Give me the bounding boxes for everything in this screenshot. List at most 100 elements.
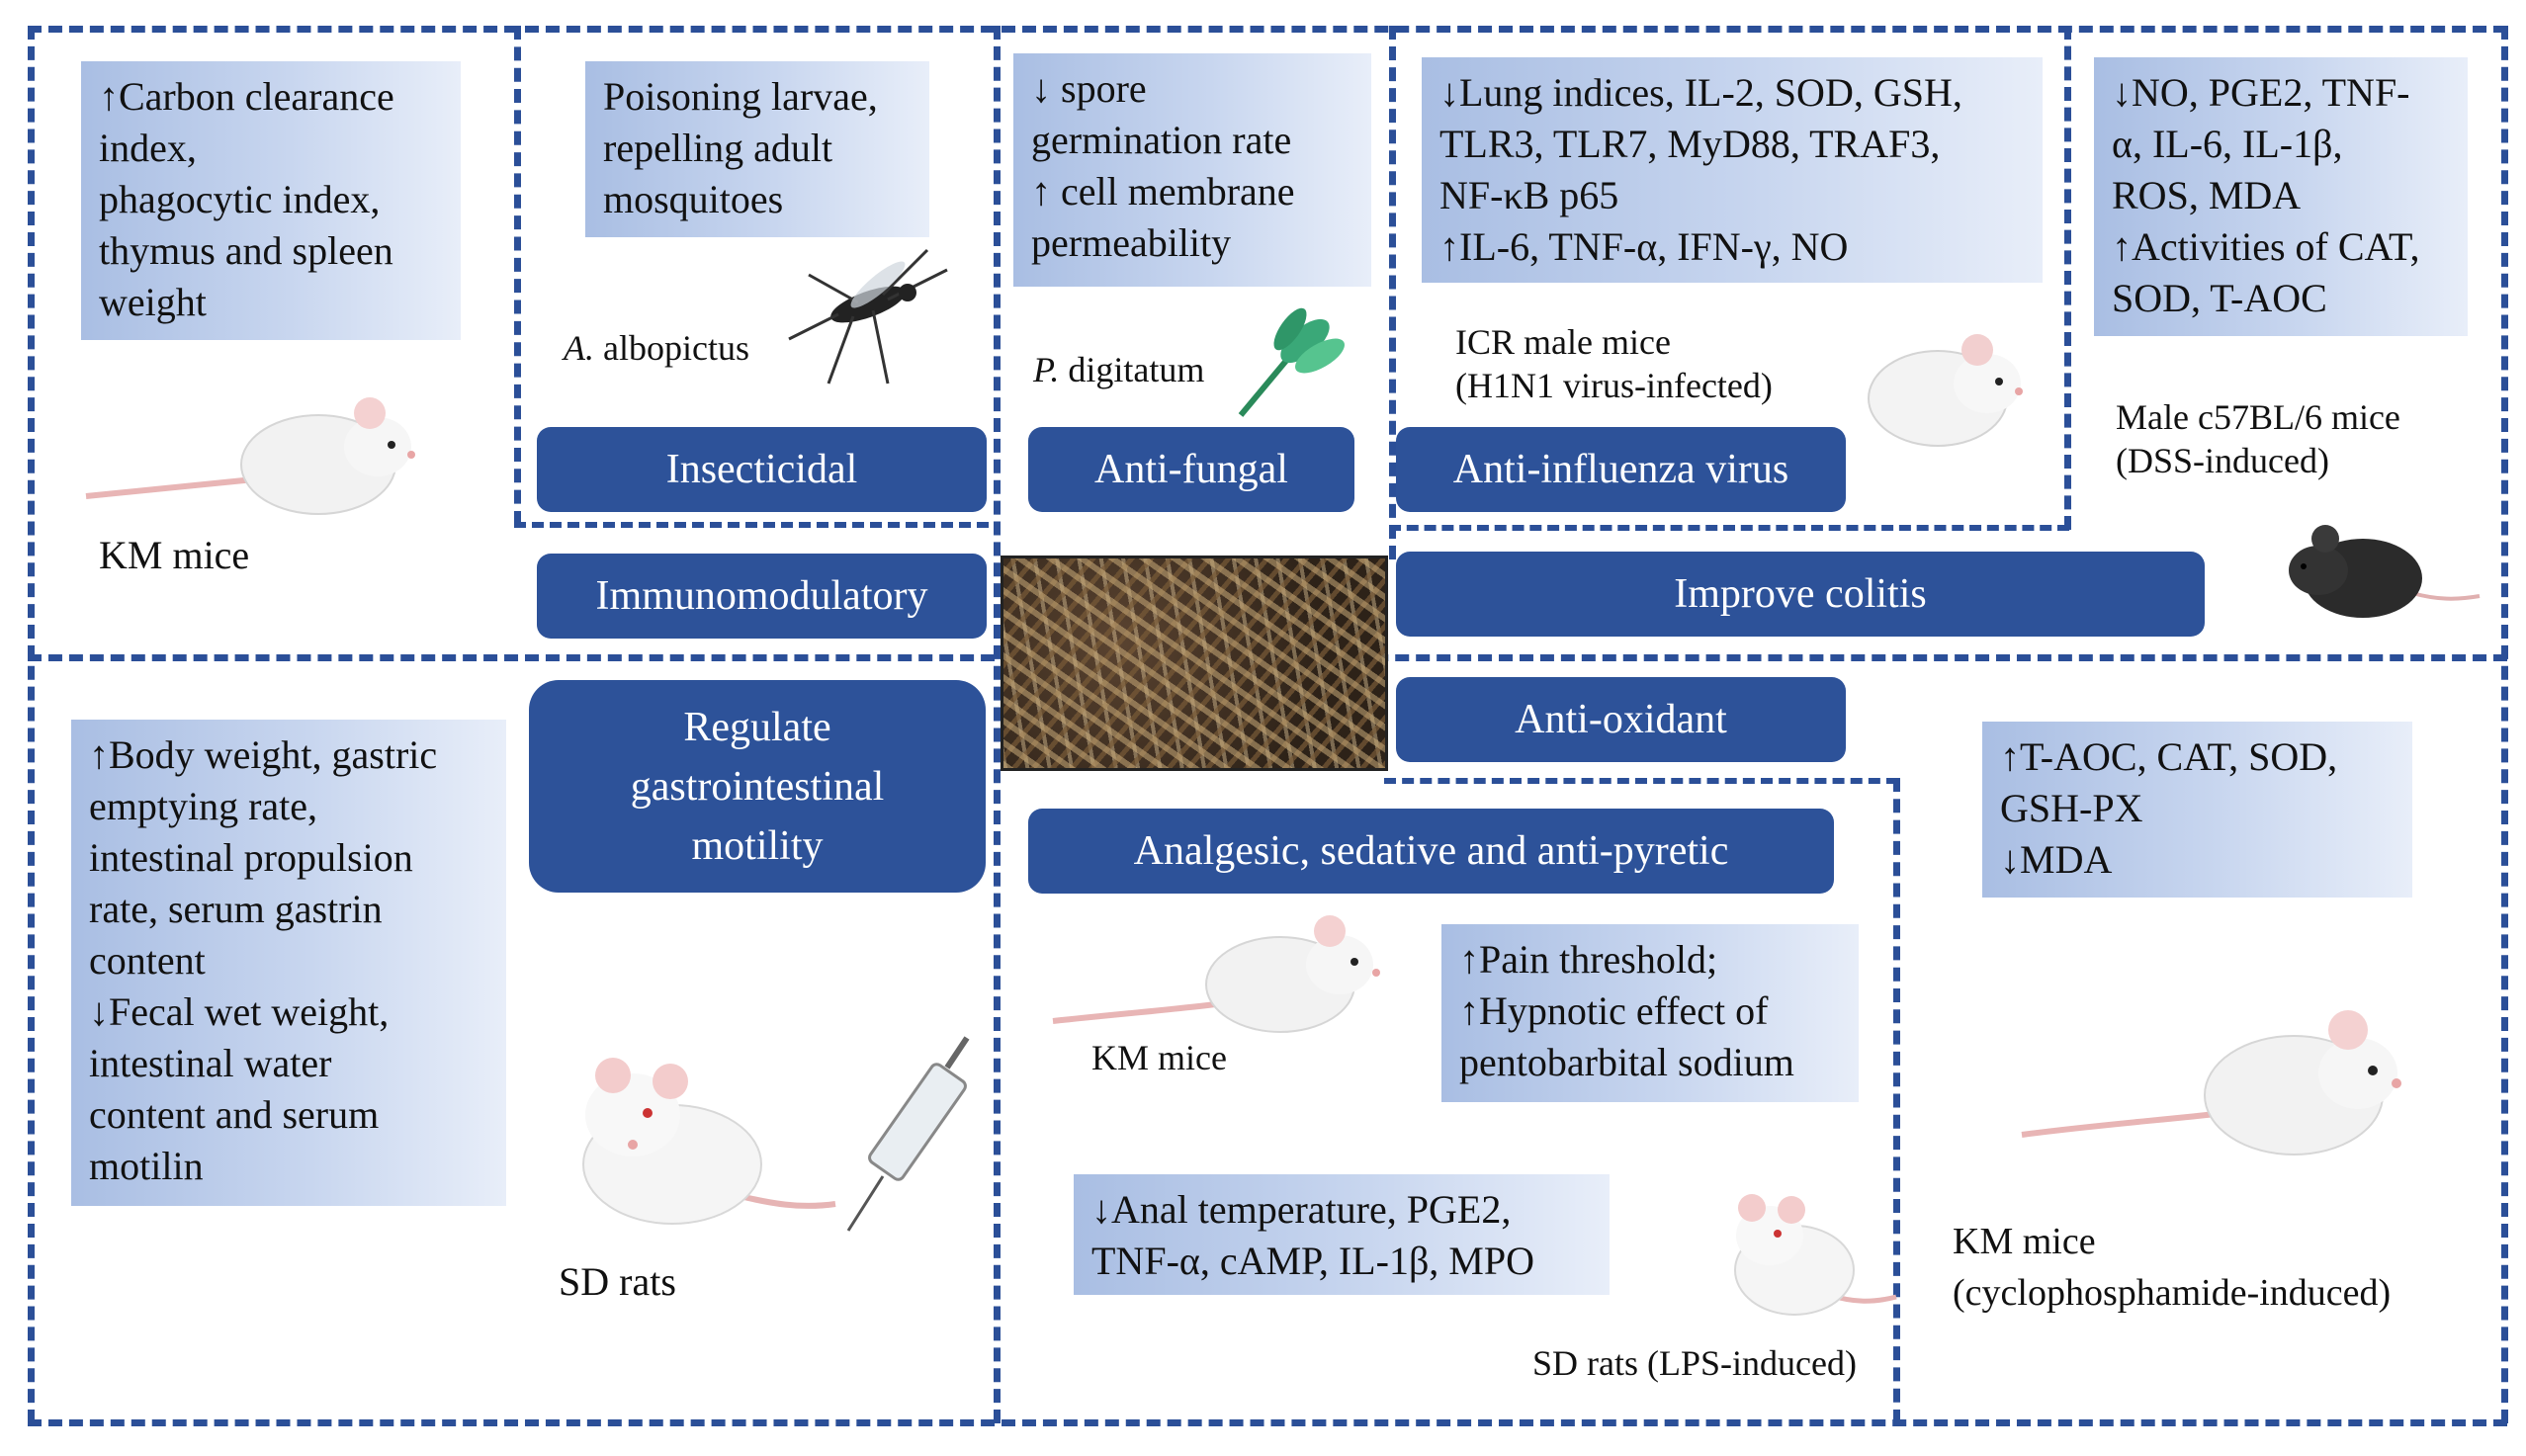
antioxidant-title: Anti-oxidant: [1396, 677, 1846, 762]
model-genus: A.: [564, 328, 594, 368]
effect-line: content: [89, 938, 206, 983]
white-mouse-icon: [1052, 915, 1380, 1033]
effect-line: ↑Body weight, gastric: [89, 732, 438, 777]
frame-top: [28, 26, 2507, 33]
antioxidant-model-label: KM mice (cyclophosphamide-induced): [1953, 1216, 2391, 1319]
analgesic-effects-box-1: ↑Pain threshold; ↑Hypnotic effect of pen…: [1441, 924, 1859, 1102]
effect-line: pentobarbital sodium: [1459, 1040, 1794, 1084]
divider-analgesic-top: [1384, 778, 1898, 784]
model-genus: P.: [1033, 350, 1060, 389]
fungus-icon: [1238, 307, 1345, 417]
analgesic-title: Analgesic, sedative and anti-pyretic: [1028, 809, 1834, 894]
analgesic-model-1-label: KM mice: [1091, 1038, 1227, 1077]
effect-line: ↑ cell membrane: [1031, 169, 1295, 214]
effect-line: ↑Hypnotic effect of: [1459, 988, 1769, 1033]
effect-line: ↑IL-6, TNF-α, IFN-γ, NO: [1439, 224, 1849, 269]
effect-line: germination rate: [1031, 118, 1292, 162]
model-line: (H1N1 virus-infected): [1455, 366, 1773, 405]
white-mouse-icon: [85, 397, 415, 515]
immunomodulatory-model-label: KM mice: [99, 533, 250, 577]
antioxidant-effects-box: ↑T-AOC, CAT, SOD, GSH-PX ↓MDA: [1982, 722, 2412, 898]
white-rat-icon: [1734, 1194, 1897, 1316]
effect-line: ↑Activities of CAT,: [2112, 224, 2420, 269]
analgesic-model-2-label: SD rats (LPS-induced): [1532, 1343, 1857, 1383]
white-rat-icon: [582, 1058, 836, 1225]
insecticidal-model-label: A. albopictus: [564, 326, 749, 370]
effect-line: ↓MDA: [2000, 837, 2113, 882]
effect-line: Poisoning larvae,: [603, 74, 878, 119]
immunomodulatory-effects-box: ↑Carbon clearance index, phagocytic inde…: [81, 61, 461, 340]
title-line: Regulate: [683, 704, 831, 750]
frame-right: [2501, 26, 2508, 1423]
effect-line: TLR3, TLR7, MyD88, TRAF3,: [1439, 122, 1941, 166]
model-line: Male c57BL/6 mice: [2116, 397, 2400, 437]
antiinfluenza-effects-box: ↓Lung indices, IL-2, SOD, GSH, TLR3, TLR…: [1422, 57, 2043, 283]
white-mouse-icon: [1868, 334, 2023, 447]
model-species: albopictus: [594, 328, 749, 368]
model-line: KM mice: [1953, 1221, 2096, 1262]
effect-line: motilin: [89, 1144, 204, 1188]
effect-line: mosquitoes: [603, 177, 784, 221]
effect-line: ↑Pain threshold;: [1459, 937, 1718, 982]
antiinfluenza-title: Anti-influenza virus: [1396, 427, 1846, 512]
frame-left: [28, 26, 35, 1423]
effect-line: ROS, MDA: [2112, 173, 2302, 217]
immunomodulatory-title: Immunomodulatory: [537, 554, 987, 639]
effect-line: α, IL-6, IL-1β,: [2112, 122, 2343, 166]
divider-insect-bottom: [514, 522, 989, 528]
syringe-icon: [846, 1036, 970, 1232]
colitis-title: Improve colitis: [1396, 552, 2205, 637]
antiinfluenza-model-label: ICR male mice (H1N1 virus-infected): [1455, 320, 1773, 407]
antifungal-effects-box: ↓ spore germination rate ↑ cell membrane…: [1013, 53, 1371, 287]
effect-line: ↑T-AOC, CAT, SOD,: [2000, 734, 2338, 779]
colitis-model-label: Male c57BL/6 mice (DSS-induced): [2116, 395, 2400, 482]
divider-fungal-left: [994, 26, 1001, 1423]
herb-photo: [1001, 556, 1388, 771]
model-line: ICR male mice: [1455, 322, 1671, 362]
model-species: digitatum: [1059, 350, 1205, 389]
gastro-title: Regulate gastrointestinal motility: [529, 680, 986, 893]
effect-line: intestinal water: [89, 1041, 332, 1085]
effect-line: phagocytic index,: [99, 177, 381, 221]
effect-line: index,: [99, 126, 197, 170]
insecticidal-effects-box: Poisoning larvae, repelling adult mosqui…: [585, 61, 929, 237]
analgesic-effects-box-2: ↓Anal temperature, PGE2, TNF-α, cAMP, IL…: [1074, 1174, 1610, 1295]
effect-line: SOD, T-AOC: [2112, 276, 2327, 320]
effect-line: ↓Fecal wet weight,: [89, 989, 390, 1034]
black-mouse-icon: [2289, 525, 2481, 618]
effect-line: TNF-α, cAMP, IL-1β, MPO: [1091, 1239, 1534, 1283]
effect-line: ↑Carbon clearance: [99, 74, 394, 119]
divider-insect-left: [514, 26, 521, 525]
gastro-model-label: SD rats: [559, 1259, 676, 1304]
mosquito-icon: [788, 248, 948, 385]
effect-line: weight: [99, 280, 207, 324]
divider-fungal-right: [1389, 26, 1396, 559]
effect-line: permeability: [1031, 220, 1232, 265]
colitis-effects-box: ↓NO, PGE2, TNF- α, IL-6, IL-1β, ROS, MDA…: [2094, 57, 2468, 336]
effect-line: ↓Anal temperature, PGE2,: [1091, 1187, 1512, 1232]
antifungal-title: Anti-fungal: [1028, 427, 1354, 512]
effect-line: NF-κB p65: [1439, 173, 1619, 217]
effect-line: repelling adult: [603, 126, 833, 170]
divider-influenza-bottom: [1389, 525, 2069, 531]
effect-line: ↓NO, PGE2, TNF-: [2112, 70, 2410, 115]
effect-line: GSH-PX: [2000, 786, 2143, 830]
model-line: (cyclophosphamide-induced): [1953, 1272, 2392, 1314]
effect-line: ↓ spore: [1031, 66, 1147, 111]
antifungal-model-label: P. digitatum: [1033, 348, 1204, 391]
insecticidal-title: Insecticidal: [537, 427, 987, 512]
effect-line: rate, serum gastrin: [89, 887, 383, 931]
model-line: (DSS-induced): [2116, 441, 2329, 480]
divider-analgesic-right: [1893, 778, 1900, 1423]
effect-line: thymus and spleen: [99, 228, 393, 273]
divider-influenza-right: [2064, 26, 2071, 530]
effect-line: intestinal propulsion: [89, 835, 413, 880]
white-mouse-icon: [2021, 1010, 2401, 1156]
title-line: gastrointestinal: [630, 763, 885, 810]
gastro-effects-box: ↑Body weight, gastric emptying rate, int…: [71, 720, 506, 1206]
effect-line: content and serum: [89, 1092, 380, 1137]
frame-bottom: [28, 1419, 2507, 1426]
effect-line: ↓Lung indices, IL-2, SOD, GSH,: [1439, 70, 1962, 115]
title-line: motility: [691, 822, 824, 869]
effect-line: emptying rate,: [89, 784, 318, 828]
